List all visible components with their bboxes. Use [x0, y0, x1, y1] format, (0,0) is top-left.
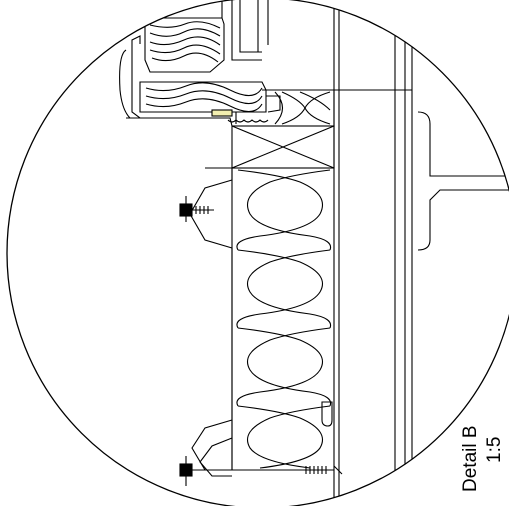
detail-boundary-circle	[6, 0, 509, 506]
detail-scale: 1:5	[484, 436, 505, 463]
insulation-batt-icon	[189, 167, 334, 471]
screw-fastener-icon	[179, 196, 214, 222]
detail-title: Detail B	[460, 425, 481, 492]
metal-flashing-icon	[119, 35, 281, 127]
screw-fastener-icon	[179, 463, 343, 477]
steel-column-icon	[417, 111, 509, 251]
cross-braced-timber-icon	[231, 125, 335, 169]
wall-lines	[262, 0, 413, 506]
wood-window-frame-icon	[139, 0, 267, 113]
